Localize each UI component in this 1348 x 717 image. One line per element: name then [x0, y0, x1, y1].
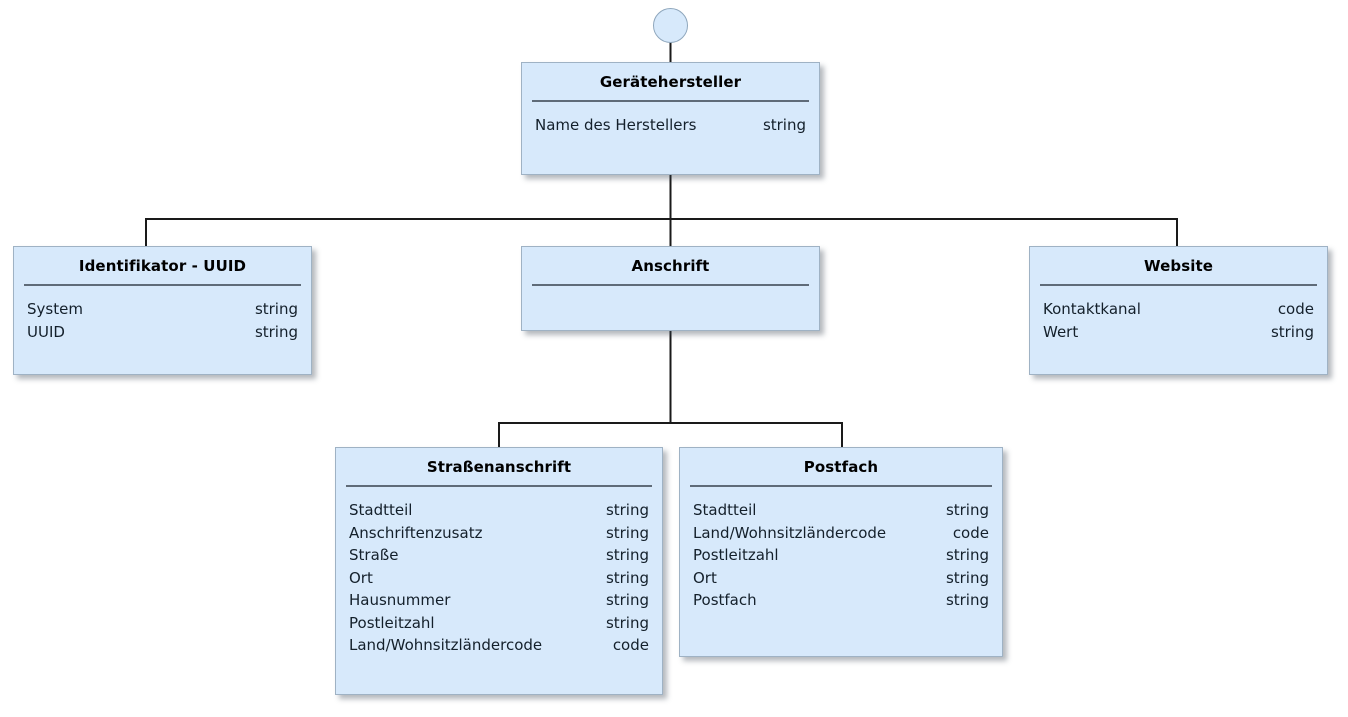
attribute-row: System string: [27, 298, 298, 321]
attribute-name: Postfach: [693, 591, 757, 609]
attribute-row: Stadtteil string: [349, 499, 649, 522]
attribute-name: Ort: [349, 568, 373, 587]
attribute-type: string: [605, 501, 649, 519]
attribute-type: string: [945, 568, 989, 587]
attribute-row: Land/Wohnsitzländercode code: [693, 522, 989, 545]
attribute-row: Postfach string: [693, 589, 989, 612]
class-node-postfach[interactable]: Postfach Stadtteil string Land/Wohnsitzl…: [679, 447, 1003, 657]
class-title: Gerätehersteller: [599, 73, 742, 91]
attribute-row: Postleitzahl string: [349, 612, 649, 635]
attribute-name: Land/Wohnsitzländercode: [349, 636, 543, 654]
attribute-row: Land/Wohnsitzländercode code: [349, 634, 649, 657]
attribute-name: Kontaktkanal: [1043, 300, 1141, 318]
attribute-list: Name des Herstellers string: [522, 102, 819, 151]
attribute-type: string: [254, 322, 298, 341]
attribute-type: string: [254, 300, 298, 318]
attribute-name: UUID: [27, 322, 65, 341]
attribute-row: UUID string: [27, 321, 298, 344]
attribute-name: Postleitzahl: [349, 613, 435, 632]
attribute-row: Anschriftenzusatz string: [349, 522, 649, 545]
attribute-name: Anschriftenzusatz: [349, 523, 483, 542]
class-title: Website: [1143, 257, 1214, 275]
attribute-name: Straße: [349, 546, 399, 564]
attribute-name: Wert: [1043, 322, 1079, 341]
title-separator: [24, 284, 301, 286]
class-node-strassenanschrift[interactable]: Straßenanschrift Stadtteil string Anschr…: [335, 447, 663, 695]
class-node-identifikator-uuid[interactable]: Identifikator - UUID System string UUID …: [13, 246, 312, 375]
class-title: Straßenanschrift: [426, 458, 572, 476]
attribute-row: Wert string: [1043, 321, 1314, 344]
attribute-type: string: [605, 523, 649, 542]
attribute-type: string: [945, 591, 989, 609]
class-node-anschrift[interactable]: Anschrift: [521, 246, 820, 331]
attribute-row: Hausnummer string: [349, 589, 649, 612]
root-connector-dot[interactable]: [653, 8, 688, 43]
title-separator: [1040, 284, 1317, 286]
class-title: Identifikator - UUID: [78, 257, 247, 275]
attribute-row: Straße string: [349, 544, 649, 567]
attribute-type: string: [605, 613, 649, 632]
title-separator: [346, 485, 652, 487]
attribute-name: Stadtteil: [693, 501, 757, 519]
attribute-name: Stadtteil: [349, 501, 413, 519]
attribute-row: Ort string: [349, 567, 649, 590]
attribute-type: code: [952, 523, 989, 542]
attribute-list: Stadtteil string Anschriftenzusatz strin…: [336, 487, 662, 671]
attribute-type: string: [605, 568, 649, 587]
attribute-list: Kontaktkanal code Wert string: [1030, 286, 1327, 357]
attribute-type: string: [945, 546, 989, 564]
class-node-website[interactable]: Website Kontaktkanal code Wert string: [1029, 246, 1328, 375]
class-title: Anschrift: [631, 257, 710, 275]
class-node-geraetehersteller[interactable]: Gerätehersteller Name des Herstellers st…: [521, 62, 820, 175]
title-separator: [532, 100, 809, 102]
attribute-type: string: [1270, 322, 1314, 341]
title-separator: [532, 284, 809, 286]
attribute-type: string: [945, 501, 989, 519]
attribute-type: string: [762, 116, 806, 134]
attribute-list: Stadtteil string Land/Wohnsitzländercode…: [680, 487, 1002, 626]
attribute-type: code: [1277, 300, 1314, 318]
attribute-name: System: [27, 300, 83, 318]
attribute-type: string: [605, 591, 649, 609]
attribute-type: code: [612, 636, 649, 654]
attribute-list: System string UUID string: [14, 286, 311, 357]
attribute-row: Stadtteil string: [693, 499, 989, 522]
attribute-row: Kontaktkanal code: [1043, 298, 1314, 321]
attribute-row: Postleitzahl string: [693, 544, 989, 567]
attribute-name: Ort: [693, 568, 717, 587]
attribute-type: string: [605, 546, 649, 564]
attribute-name: Postleitzahl: [693, 546, 779, 564]
attribute-row: Name des Herstellers string: [535, 114, 806, 137]
attribute-name: Hausnummer: [349, 591, 451, 609]
title-separator: [690, 485, 992, 487]
attribute-list: [522, 286, 819, 318]
attribute-name: Land/Wohnsitzländercode: [693, 523, 887, 542]
class-title: Postfach: [803, 458, 879, 476]
attribute-name: Name des Herstellers: [535, 116, 697, 134]
attribute-row: Ort string: [693, 567, 989, 590]
